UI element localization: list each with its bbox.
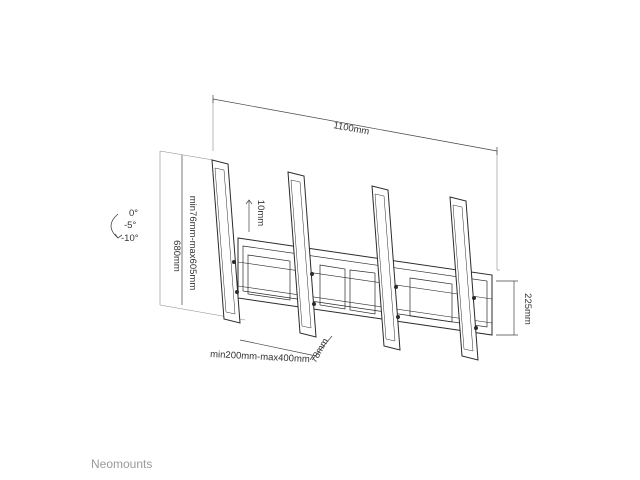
rail-height-dimension-line <box>496 280 518 336</box>
arm-spacing-label: min200mm-max400mm <box>210 349 310 365</box>
tilt-angle-10: -10° <box>121 233 139 244</box>
arm-4 <box>449 196 479 361</box>
brand-logo: Neomounts <box>91 457 153 471</box>
height-label: 680mm <box>171 240 182 272</box>
arm-2 <box>287 171 317 338</box>
arm-3 <box>371 185 401 351</box>
slide-label: 10mm <box>255 200 266 226</box>
tilt-arc-icon <box>110 213 123 239</box>
slide-arrow <box>245 199 253 232</box>
width-dimension-line <box>212 95 498 155</box>
arm-range-label: min76mm-max605mm <box>187 196 198 291</box>
dimension-guides <box>159 99 500 321</box>
tilt-angle-5: -5° <box>124 220 136 231</box>
tilt-angle-0: 0° <box>129 208 138 219</box>
rail-height-label: 225mm <box>522 293 533 325</box>
arm-1 <box>211 159 241 324</box>
bolts <box>232 260 478 330</box>
depth-label: 78mm <box>308 337 331 365</box>
arm-spacing-dimension-line <box>239 339 317 357</box>
width-label: 1100mm <box>332 120 370 137</box>
